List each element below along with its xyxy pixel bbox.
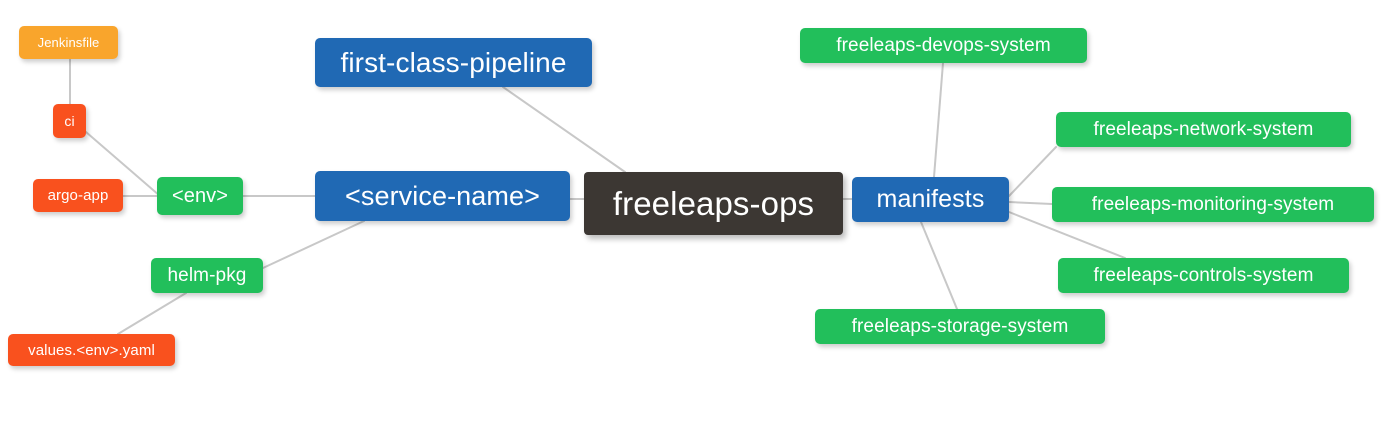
node-label: values.<env>.yaml — [28, 341, 155, 359]
node-label: helm-pkg — [167, 265, 247, 286]
node-label: freeleaps-devops-system — [836, 35, 1051, 56]
node-env[interactable]: <env> — [157, 177, 243, 215]
node-freeleaps-devops-system[interactable]: freeleaps-devops-system — [800, 28, 1087, 63]
edge-manifests-devops — [933, 62, 944, 178]
edge-helmpkg-values — [117, 292, 187, 335]
node-helm-pkg[interactable]: helm-pkg — [151, 258, 263, 293]
node-label: freeleaps-controls-system — [1093, 265, 1314, 286]
node-label: <service-name> — [345, 180, 540, 211]
node-freeleaps-network-system[interactable]: freeleaps-network-system — [1056, 112, 1351, 147]
node-freeleaps-monitoring-system[interactable]: freeleaps-monitoring-system — [1052, 187, 1374, 222]
node-service-name[interactable]: <service-name> — [315, 171, 570, 221]
node-freeleaps-ops[interactable]: freeleaps-ops — [584, 172, 843, 235]
node-ci[interactable]: ci — [53, 104, 86, 138]
node-freeleaps-controls-system[interactable]: freeleaps-controls-system — [1058, 258, 1349, 293]
node-label: freeleaps-ops — [612, 185, 815, 222]
node-freeleaps-storage-system[interactable]: freeleaps-storage-system — [815, 309, 1105, 344]
edge-manifests-monitoring — [1008, 201, 1053, 205]
node-label: Jenkinsfile — [37, 35, 100, 50]
node-label: <env> — [171, 185, 229, 207]
node-label: freeleaps-monitoring-system — [1091, 194, 1335, 215]
node-label: argo-app — [47, 187, 109, 204]
node-label: freeleaps-network-system — [1093, 119, 1314, 140]
edge-manifests-storage — [920, 221, 958, 310]
node-label: first-class-pipeline — [340, 46, 567, 78]
edge-servicename-helmpkg — [262, 220, 365, 269]
edge-manifests-network — [1008, 146, 1057, 197]
node-values-env-yaml[interactable]: values.<env>.yaml — [8, 334, 175, 366]
node-label: ci — [64, 113, 75, 129]
edge-firstclass-ops — [502, 86, 626, 173]
node-first-class-pipeline[interactable]: first-class-pipeline — [315, 38, 592, 87]
node-manifests[interactable]: manifests — [852, 177, 1009, 222]
node-jenkinsfile[interactable]: Jenkinsfile — [19, 26, 118, 59]
node-argo-app[interactable]: argo-app — [33, 179, 123, 212]
node-label: freeleaps-storage-system — [851, 316, 1069, 337]
node-label: manifests — [876, 185, 985, 213]
